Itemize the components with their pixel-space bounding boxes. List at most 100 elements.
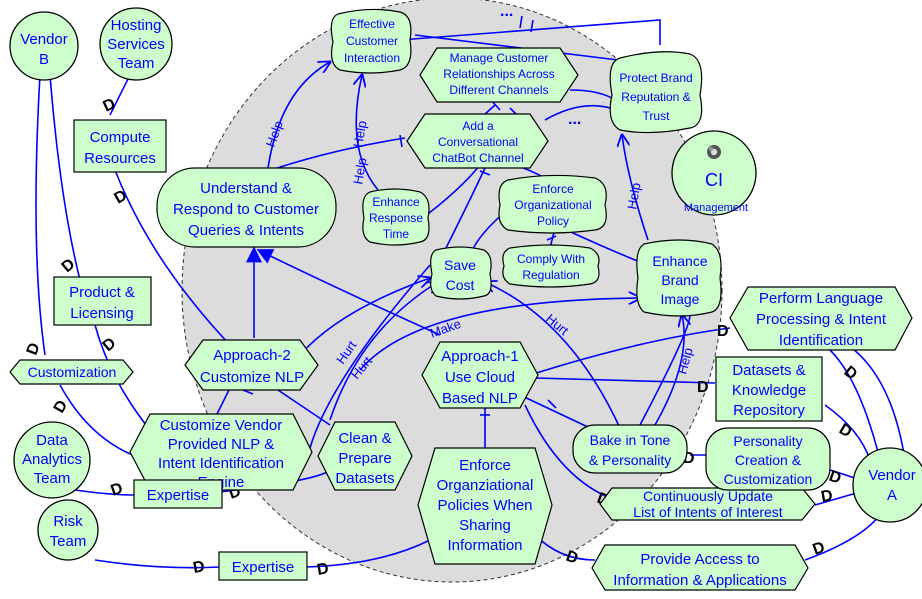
resource-expertise-analytics[interactable]: Expertise xyxy=(133,479,223,509)
hurt-link-bake-savecost xyxy=(485,282,621,429)
resource-product-licensing[interactable]: Product &Licensing xyxy=(53,276,152,326)
svg-text:Expertise: Expertise xyxy=(147,487,210,504)
means-end-approach1-understand xyxy=(256,249,441,336)
svg-text:Product &Licensing: Product &Licensing xyxy=(69,284,135,322)
dep-vendorb-product xyxy=(49,74,81,281)
ellipsis-mid: ... xyxy=(568,111,581,128)
help-link-bake-enhancebrand xyxy=(654,315,684,426)
link-chatbot-manage xyxy=(483,104,496,116)
dep-marker-17: D xyxy=(836,421,855,442)
dep-hosting-compute xyxy=(109,74,131,116)
link-bake-enhancebrand xyxy=(639,314,691,426)
hurt-link-clean-savecost xyxy=(329,282,438,421)
link-approach1-continuous xyxy=(524,404,616,501)
dep-compute-approach2 xyxy=(114,169,231,346)
dep-marker-11: D xyxy=(717,323,729,340)
goal-bake-in-tone-personality[interactable]: Bake in Tone& Personality xyxy=(572,424,688,474)
link-approach1-perform xyxy=(529,327,731,376)
dep-marker-12: D xyxy=(697,379,709,396)
dep-marker-6: D xyxy=(51,397,72,416)
dep-marker-19: D xyxy=(820,487,834,506)
dep-marker-7: D xyxy=(109,480,126,500)
dep-marker-13: D xyxy=(683,450,695,467)
svg-text:Expertise: Expertise xyxy=(232,559,295,576)
resource-expertise-risk[interactable]: Expertise xyxy=(218,551,308,581)
link-ticks xyxy=(242,15,557,416)
dep-marker-9: D xyxy=(192,558,206,577)
dep-expertise-enforce xyxy=(304,539,431,568)
help-link-understand-effective xyxy=(267,62,330,169)
hurt-link-approach2-savecost xyxy=(299,278,430,356)
help-label-5: Help xyxy=(674,346,695,376)
help-label-3: Help xyxy=(350,120,369,149)
dep-marker-2: D xyxy=(112,187,131,208)
dep-provide-vendora xyxy=(804,514,881,561)
dep-marker-1: D xyxy=(101,95,119,115)
dep-marker-10: D xyxy=(316,560,330,579)
link-customize-savecost xyxy=(309,264,431,449)
dep-continuous-vendora xyxy=(814,491,861,506)
task-customization[interactable]: Customization xyxy=(9,359,134,385)
make-link-approach1-enhancebrand xyxy=(359,298,640,371)
link-chatbot-protect xyxy=(544,104,611,121)
dep-marker-4: D xyxy=(24,341,44,358)
help-label-2: Help xyxy=(350,157,369,186)
link-approach1-datasets xyxy=(534,377,716,384)
link-understand-chatbot xyxy=(264,137,406,173)
link-approach1-bake xyxy=(519,394,591,429)
svg-text:Bake in Tone& Personality: Bake in Tone& Personality xyxy=(589,432,671,468)
help-link-response-effective xyxy=(356,75,379,191)
dep-datasets-vendora xyxy=(824,404,871,461)
